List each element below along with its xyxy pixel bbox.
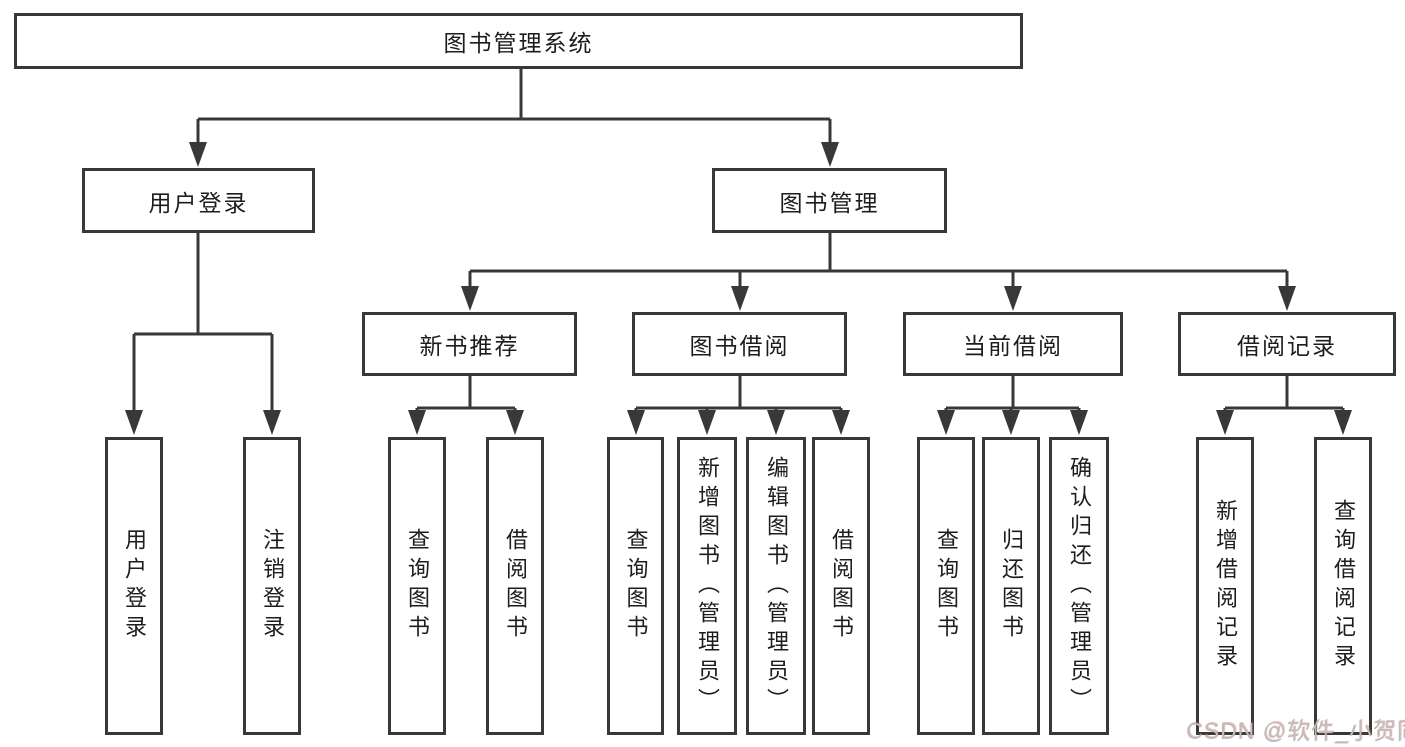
leaf-borrow-books-borrowing: 借阅图书: [812, 437, 870, 735]
arrowhead: [731, 286, 749, 311]
arrowhead: [1002, 410, 1020, 435]
arrowhead: [1334, 410, 1352, 435]
leaf-label: 查询图书: [934, 528, 959, 644]
arrowhead: [189, 142, 207, 167]
node-current-borrowing: 当前借阅: [903, 312, 1123, 376]
leaf-label: 用户登录: [122, 528, 147, 644]
arrowhead: [125, 410, 143, 435]
leaf-query-books-current: 查询图书: [917, 437, 975, 735]
leaf-label: 查询图书: [623, 528, 649, 644]
node-label: 图书管理: [779, 189, 880, 216]
node-label: 新书推荐: [419, 333, 520, 359]
leaf-return-books: 归还图书: [982, 437, 1040, 735]
leaf-label: 借阅图书: [829, 528, 854, 644]
arrowhead: [461, 286, 479, 311]
arrowhead: [1004, 286, 1022, 311]
node-user-login: 用户登录: [82, 168, 315, 233]
node-new-book-recommend: 新书推荐: [362, 312, 577, 376]
connector-book-borrowing-leaves: [634, 376, 843, 412]
node-label: 图书管理系统: [443, 30, 594, 56]
csdn-watermark: CSDN @软件_小贺同学: [1186, 718, 1405, 744]
leaf-label: 查询借阅记录: [1331, 499, 1356, 673]
leaf-confirm-return-admin: 确认归还（管理员）: [1049, 437, 1109, 735]
leaf-query-books-borrowing: 查询图书: [607, 437, 664, 735]
leaf-borrow-books-recommend: 借阅图书: [486, 437, 544, 735]
arrowhead: [408, 410, 426, 435]
leaf-label: 注销登录: [260, 528, 285, 644]
node-label: 图书借阅: [689, 333, 790, 359]
leaf-logout: 注销登录: [243, 437, 301, 735]
connector-user-login-branch: [132, 233, 274, 412]
leaf-label: 编辑图书（管理员）: [764, 455, 789, 717]
node-label: 借阅记录: [1237, 333, 1337, 359]
arrowhead: [1070, 410, 1088, 435]
arrowhead: [1216, 410, 1234, 435]
node-borrowing-records: 借阅记录: [1178, 312, 1396, 376]
leaf-add-borrow-record: 新增借阅记录: [1196, 437, 1254, 735]
node-book-management: 图书管理: [712, 168, 947, 233]
arrowhead: [821, 142, 839, 167]
arrowhead: [1278, 286, 1296, 311]
connector-book-management-branch: [468, 233, 1289, 288]
leaf-query-books-recommend: 查询图书: [388, 437, 446, 735]
arrowhead: [263, 410, 281, 435]
leaf-label: 查询图书: [405, 528, 430, 644]
leaf-label: 借阅图书: [503, 528, 528, 644]
connector-borrowing-records-leaves: [1223, 376, 1345, 412]
node-book-borrowing: 图书借阅: [632, 312, 847, 376]
leaf-label: 新增图书（管理员）: [695, 455, 720, 717]
arrowhead: [506, 410, 524, 435]
leaf-user-login: 用户登录: [105, 437, 163, 735]
connector-current-borrowing-leaves: [944, 376, 1081, 412]
leaf-query-borrow-record: 查询借阅记录: [1314, 437, 1372, 735]
node-label: 用户登录: [148, 189, 249, 216]
leaf-label: 确认归还（管理员）: [1067, 455, 1092, 717]
connector-root-to-level2: [196, 68, 832, 144]
arrowheads: [125, 142, 1352, 435]
arrowhead: [937, 410, 955, 435]
leaf-label: 新增借阅记录: [1213, 499, 1238, 673]
arrowhead: [627, 410, 645, 435]
arrowhead: [767, 410, 785, 435]
arrowhead: [832, 410, 850, 435]
leaf-label: 归还图书: [999, 528, 1024, 644]
node-label: 当前借阅: [963, 333, 1063, 359]
connector-new-book-recommend-leaves: [415, 376, 517, 412]
arrowhead: [698, 410, 716, 435]
leaf-add-books-admin: 新增图书（管理员）: [677, 437, 737, 735]
node-library-management-system: 图书管理系统: [14, 13, 1023, 69]
leaf-edit-books-admin: 编辑图书（管理员）: [746, 437, 806, 735]
